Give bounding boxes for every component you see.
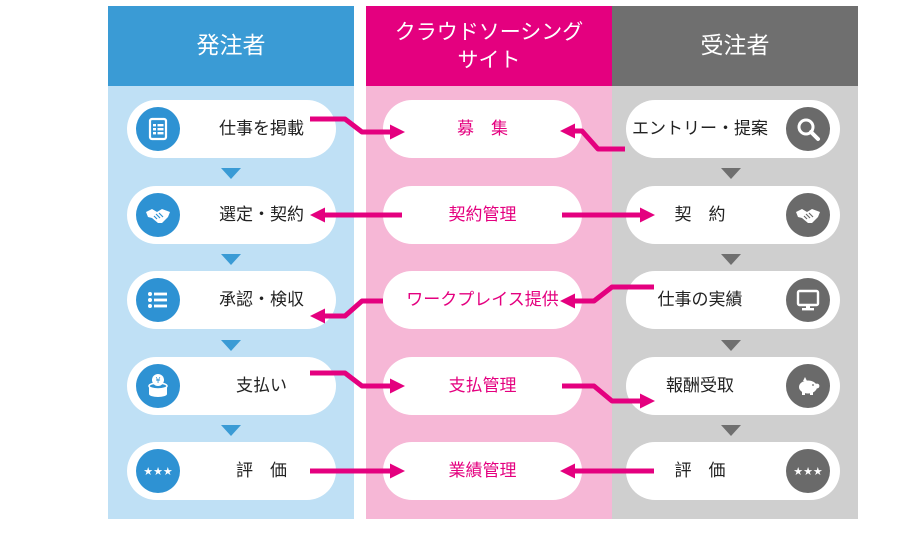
contractor-flow-down-arrow — [721, 425, 741, 436]
site-step-label: 契約管理 — [448, 205, 517, 225]
site-step-contract-management: 契約管理 — [383, 186, 582, 244]
contractor-step-receive-reward: 報酬受取 — [626, 357, 840, 415]
site-step-recruitment: 募 集 — [383, 100, 582, 158]
contractor-step-label: 契 約 — [674, 205, 726, 225]
contractor-column-header: 受注者 — [612, 6, 858, 86]
site-column-title-line2: サイト — [457, 48, 521, 72]
contractor-step-label: 評 価 — [674, 461, 726, 481]
client-step-label: 評 価 — [236, 461, 287, 481]
svg-text:★★★: ★★★ — [794, 465, 822, 478]
contractor-column-title: 受注者 — [700, 33, 770, 59]
handshake-icon — [136, 193, 180, 237]
client-step-evaluation: ★★★ 評 価 — [127, 442, 336, 500]
site-step-workplace: ワークプレイス提供 — [383, 271, 582, 329]
client-step-label: 承認・検収 — [219, 290, 304, 310]
contractor-step-label: エントリー・提案 — [632, 119, 768, 139]
client-flow-down-arrow — [221, 168, 241, 179]
site-step-label: 支払管理 — [448, 376, 517, 396]
site-step-label: 募 集 — [457, 119, 508, 139]
monitor-icon — [786, 278, 830, 322]
contractor-step-work-results: 仕事の実績 — [626, 271, 840, 329]
contractor-flow-down-arrow — [721, 254, 741, 265]
client-flow-down-arrow — [221, 254, 241, 265]
site-step-performance-management: 業績管理 — [383, 442, 582, 500]
stars-icon: ★★★ — [136, 449, 180, 493]
client-step-label: 支払い — [236, 376, 287, 396]
svg-text:¥: ¥ — [155, 376, 160, 385]
handshake-icon — [786, 193, 830, 237]
client-step-label: 仕事を掲載 — [219, 119, 304, 139]
list-document-icon — [136, 107, 180, 151]
site-column-title-line1: クラウドソーシング — [394, 20, 584, 44]
contractor-flow-down-arrow — [721, 168, 741, 179]
client-column-header: 発注者 — [108, 6, 354, 86]
client-column-title: 発注者 — [196, 33, 266, 59]
piggy-bank-icon — [786, 364, 830, 408]
site-step-label: 業績管理 — [448, 461, 517, 481]
yen-coins-icon: ¥ — [136, 364, 180, 408]
site-step-payment-management: 支払管理 — [383, 357, 582, 415]
client-step-post-job: 仕事を掲載 — [127, 100, 336, 158]
client-step-approve-inspect: 承認・検収 — [127, 271, 336, 329]
contractor-step-evaluation: 評 価 ★★★ — [626, 442, 840, 500]
client-flow-down-arrow — [221, 340, 241, 351]
client-step-select-contract: 選定・契約 — [127, 186, 336, 244]
contractor-step-entry-proposal: エントリー・提案 — [626, 100, 840, 158]
contractor-step-contract: 契 約 — [626, 186, 840, 244]
svg-text:★★★: ★★★ — [144, 465, 172, 478]
search-icon — [786, 107, 830, 151]
site-column-header: クラウドソーシング サイト — [366, 6, 612, 86]
stars-icon: ★★★ — [786, 449, 830, 493]
client-flow-down-arrow — [221, 425, 241, 436]
client-step-label: 選定・契約 — [219, 205, 304, 225]
contractor-step-label: 報酬受取 — [666, 376, 734, 396]
contractor-flow-down-arrow — [721, 340, 741, 351]
checklist-icon — [136, 278, 180, 322]
site-step-label: ワークプレイス提供 — [406, 290, 559, 310]
contractor-step-label: 仕事の実績 — [657, 290, 743, 310]
client-step-payment: ¥ 支払い — [127, 357, 336, 415]
